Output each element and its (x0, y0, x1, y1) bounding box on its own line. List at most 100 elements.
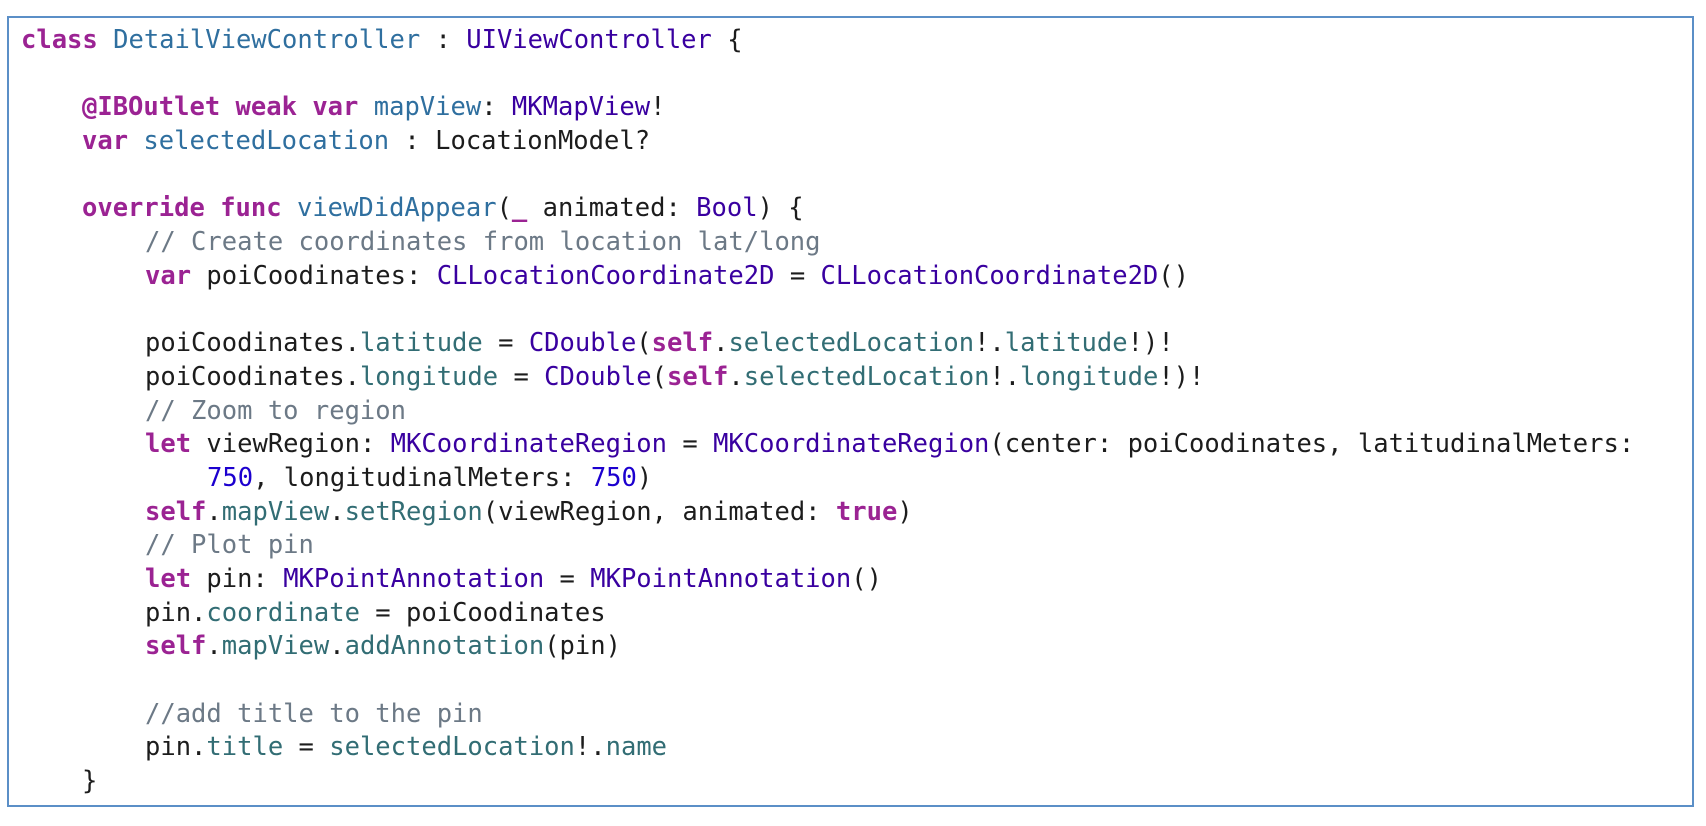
code-token (358, 92, 373, 122)
keyword-token: class (21, 25, 98, 55)
declaration-token: mapView (373, 92, 482, 123)
keyword-token: var (312, 92, 359, 123)
code-token: = poiCoodinates (359, 597, 606, 628)
code-token: viewRegion: (191, 429, 391, 460)
code-token: . (713, 328, 729, 359)
code-token: : LocationModel? (389, 126, 651, 157)
property-token: mapView (221, 631, 330, 662)
property-token: title (206, 732, 284, 763)
code-token: } (82, 766, 98, 797)
code-token: poiCoodinates: (191, 260, 437, 291)
code-token: . (728, 361, 744, 392)
keyword-token: self (667, 361, 729, 392)
type-token: CDouble (544, 361, 652, 392)
code-line: // Zoom to region (21, 395, 1634, 429)
type-token: MKCoordinateRegion (390, 429, 667, 460)
code-token (220, 92, 235, 122)
code-block: class DetailViewController : UIViewContr… (21, 24, 1634, 799)
code-token: animated: (527, 193, 697, 224)
comment-token: //add title to the pin (145, 698, 483, 729)
code-token: . (206, 631, 222, 662)
code-token: !. (574, 732, 606, 763)
code-token: = (498, 361, 545, 392)
code-token (282, 193, 297, 223)
code-token: () (1158, 260, 1190, 291)
keyword-token: let (145, 429, 192, 460)
type-token: Bool (696, 193, 758, 224)
keyword-token: self (651, 328, 714, 359)
code-token: pin. (145, 597, 207, 628)
code-line: // Create coordinates from location lat/… (21, 226, 1634, 260)
code-line: // Plot pin (21, 529, 1634, 563)
type-token: MKCoordinateRegion (713, 429, 990, 460)
type-token: MKMapView (511, 92, 651, 123)
code-token: !. (974, 328, 1005, 359)
code-token: (viewRegion, animated: (482, 496, 836, 527)
property-token: coordinate (206, 597, 360, 628)
code-line: poiCoodinates.latitude = CDouble(self.se… (21, 327, 1634, 361)
code-token: (pin) (544, 631, 621, 662)
code-token: . (206, 496, 222, 527)
code-token: poiCoodinates. (145, 361, 360, 392)
code-line-blank (21, 58, 1634, 92)
code-line: poiCoodinates.longitude = CDouble(self.s… (21, 361, 1634, 395)
code-token: poiCoodinates. (145, 328, 360, 359)
code-token (98, 25, 113, 55)
type-token: CLLocationCoordinate2D (820, 260, 1159, 291)
code-token: ( (651, 361, 667, 392)
keyword-token: override (82, 193, 205, 224)
property-token: latitude (359, 328, 483, 359)
type-token: MKPointAnnotation (590, 564, 852, 594)
code-token: : (420, 25, 467, 55)
code-token (128, 126, 143, 156)
code-token: ) (897, 496, 913, 527)
code-token: pin. (145, 732, 207, 763)
keyword-token: _ (511, 193, 528, 224)
code-token: = (283, 732, 330, 763)
code-token: ( (636, 328, 652, 359)
number-token: 750 (590, 462, 637, 493)
code-token: !. (989, 361, 1021, 392)
keyword-token: func (220, 193, 282, 224)
keyword-token: var (82, 126, 129, 157)
code-token: () (851, 564, 882, 594)
property-token: latitude (1004, 328, 1128, 359)
code-snippet-frame: class DetailViewController : UIViewContr… (7, 16, 1694, 807)
code-line: class DetailViewController : UIViewContr… (21, 24, 1634, 58)
comment-token: // Create coordinates from location lat/… (145, 227, 821, 258)
code-token: ) { (757, 193, 804, 224)
code-line: var selectedLocation : LocationModel? (21, 125, 1634, 159)
code-line: let viewRegion: MKCoordinateRegion = MKC… (21, 428, 1634, 462)
code-token: = (544, 564, 591, 594)
code-line: @IBOutlet weak var mapView: MKMapView! (21, 91, 1634, 125)
code-token: , longitudinalMeters: (253, 462, 591, 493)
code-token: : (481, 92, 512, 123)
code-token: = (482, 328, 529, 359)
property-token: addAnnotation (344, 631, 545, 662)
code-line: pin.coordinate = poiCoodinates (21, 597, 1634, 631)
code-line: override func viewDidAppear(_ animated: … (21, 192, 1634, 226)
comment-token: // Zoom to region (145, 395, 406, 426)
type-token: MKPointAnnotation (283, 564, 545, 594)
code-token (205, 193, 220, 223)
property-token: selectedLocation (728, 328, 975, 359)
keyword-token: true (835, 496, 898, 527)
code-line-blank (21, 664, 1634, 698)
type-token: CLLocationCoordinate2D (436, 260, 775, 291)
code-token: ) (636, 462, 653, 493)
type-token: UIViewController (466, 25, 712, 55)
keyword-token: self (145, 496, 207, 527)
property-token: selectedLocation (329, 732, 575, 763)
declaration-token: viewDidAppear (296, 193, 497, 224)
keyword-token: let (145, 564, 192, 594)
property-token: name (605, 732, 668, 763)
property-token: longitude (359, 361, 499, 392)
property-token: longitude (1020, 361, 1159, 392)
type-token: CDouble (528, 328, 637, 359)
number-token: 750 (207, 462, 254, 493)
code-line: //add title to the pin (21, 698, 1634, 732)
declaration-token: DetailViewController (113, 25, 421, 55)
code-token: . (329, 496, 345, 527)
code-token: !)! (1127, 328, 1174, 359)
code-token (297, 92, 312, 122)
